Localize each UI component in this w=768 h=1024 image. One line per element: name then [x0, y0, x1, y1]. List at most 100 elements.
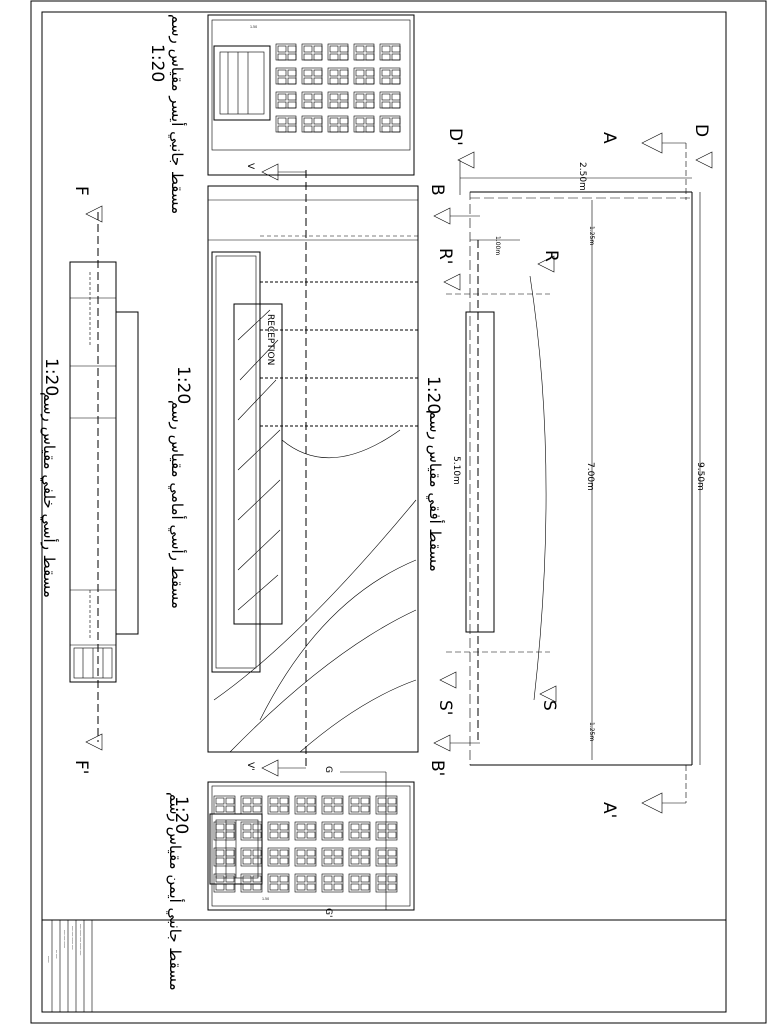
- drawer-knob: [387, 831, 397, 839]
- drawer-knob: [306, 883, 316, 891]
- drawer-cell: [348, 847, 371, 867]
- drawer-knob: [329, 117, 339, 125]
- title-block-line-5: ـــــــ: [47, 955, 51, 963]
- drawer-cell: [213, 873, 236, 893]
- reception-label: RECEPTION: [265, 314, 275, 365]
- drawer-knob: [323, 849, 333, 857]
- drawer-knob: [215, 797, 225, 805]
- drawer-knob: [287, 45, 297, 53]
- drawer-knob: [360, 797, 370, 805]
- drawer-knob: [225, 823, 235, 831]
- drawer-knob: [225, 883, 235, 891]
- drawer-knob: [269, 857, 279, 865]
- section-arrows: [85, 132, 713, 911]
- rear-elevation: [69, 212, 139, 742]
- drawer-knob: [355, 45, 365, 53]
- dim-1-25-top: 1.25m: [588, 226, 595, 245]
- drawer-cell: [375, 873, 398, 893]
- drawer-cell: [240, 847, 263, 867]
- mark-D: D: [691, 124, 711, 137]
- drawer-knob: [303, 125, 313, 133]
- drawer-cell: [213, 847, 236, 867]
- drawer-knob: [215, 831, 225, 839]
- drawer-cell: [321, 873, 344, 893]
- title-block-line-4: ـــــ ـــ: [55, 949, 59, 959]
- title-side-left: مسقط جانبي أيسر مقياس رسم: [167, 14, 187, 214]
- title-block: ـــــــ ـــــ ـــ ـــــــ ـــــ ـــــ ــ…: [47, 920, 93, 1012]
- drawer-knob: [277, 93, 287, 101]
- drawer-knob: [381, 101, 391, 109]
- bottom-tiny-label: 1.50: [262, 897, 269, 901]
- drawer-knob: [242, 875, 252, 883]
- drawer-knob: [350, 849, 360, 857]
- drawer-knob: [313, 125, 323, 133]
- drawer-knob: [360, 883, 370, 891]
- drawer-knob: [355, 69, 365, 77]
- drawer-knob: [355, 125, 365, 133]
- title-side-right: مسقط جانبي أيمن مقياس رسم: [165, 792, 185, 991]
- dim-5-10: 5.10m: [451, 456, 461, 485]
- drawer-knob: [355, 117, 365, 125]
- drawer-knob: [391, 53, 401, 61]
- scale-rear: 1:20: [41, 358, 61, 396]
- drawer-knob: [333, 805, 343, 813]
- drawer-knob: [355, 101, 365, 109]
- counter-plan: [465, 311, 495, 633]
- drawer-knob: [296, 797, 306, 805]
- drawer-knob: [277, 45, 287, 53]
- mark-R: R: [541, 250, 561, 262]
- dim-7-00: 7.00m: [585, 462, 595, 491]
- drawer-knob: [391, 125, 401, 133]
- drawer-knob: [339, 45, 349, 53]
- mark-A: A: [599, 132, 619, 144]
- drawer-knob: [381, 45, 391, 53]
- drawer-knob: [252, 797, 262, 805]
- drawer-knob: [391, 77, 401, 85]
- mark-G: G: [323, 766, 333, 773]
- drawer-knob: [279, 823, 289, 831]
- drawer-knob: [313, 45, 323, 53]
- drawer-knob: [277, 101, 287, 109]
- drawer-knob: [287, 53, 297, 61]
- drawer-knob: [350, 805, 360, 813]
- drawer-knob: [360, 805, 370, 813]
- drawer-knob: [225, 857, 235, 865]
- mark-A-prime: A': [599, 802, 619, 818]
- drawer-cell: [348, 873, 371, 893]
- inner-frame: [41, 11, 727, 1013]
- mark-B: B: [427, 184, 447, 196]
- drawer-knob: [277, 125, 287, 133]
- drawer-knob: [333, 875, 343, 883]
- drawer-knob: [225, 805, 235, 813]
- drawer-knob: [279, 875, 289, 883]
- drawer-knob: [387, 823, 397, 831]
- drawer-knob: [242, 831, 252, 839]
- outer-border: [30, 0, 767, 1024]
- drawer-knob: [391, 117, 401, 125]
- drawer-knob: [365, 69, 375, 77]
- drawer-knob: [225, 849, 235, 857]
- top-drawer-grid: [275, 43, 401, 133]
- mark-F: F: [71, 186, 91, 196]
- drawer-cell: [267, 821, 290, 841]
- drawer-knob: [377, 831, 387, 839]
- drawer-knob: [303, 69, 313, 77]
- drawer-knob: [365, 45, 375, 53]
- drawer-knob: [287, 117, 297, 125]
- drawer-knob: [252, 849, 262, 857]
- drawer-knob: [339, 77, 349, 85]
- view-titles: مسقط جانبي أيسر مقياس رسم 1:20 مسقط رأسي…: [39, 14, 445, 991]
- drawer-knob: [252, 883, 262, 891]
- drawer-knob: [387, 797, 397, 805]
- drawer-knob: [215, 857, 225, 865]
- bottom-drawer-grid: [213, 795, 398, 893]
- mark-D-prime: D': [445, 128, 465, 146]
- drawer-knob: [365, 77, 375, 85]
- drawer-knob: [377, 823, 387, 831]
- drawer-knob: [277, 77, 287, 85]
- drawer-knob: [279, 849, 289, 857]
- drawer-knob: [329, 53, 339, 61]
- drawer-knob: [350, 831, 360, 839]
- drawer-knob: [360, 875, 370, 883]
